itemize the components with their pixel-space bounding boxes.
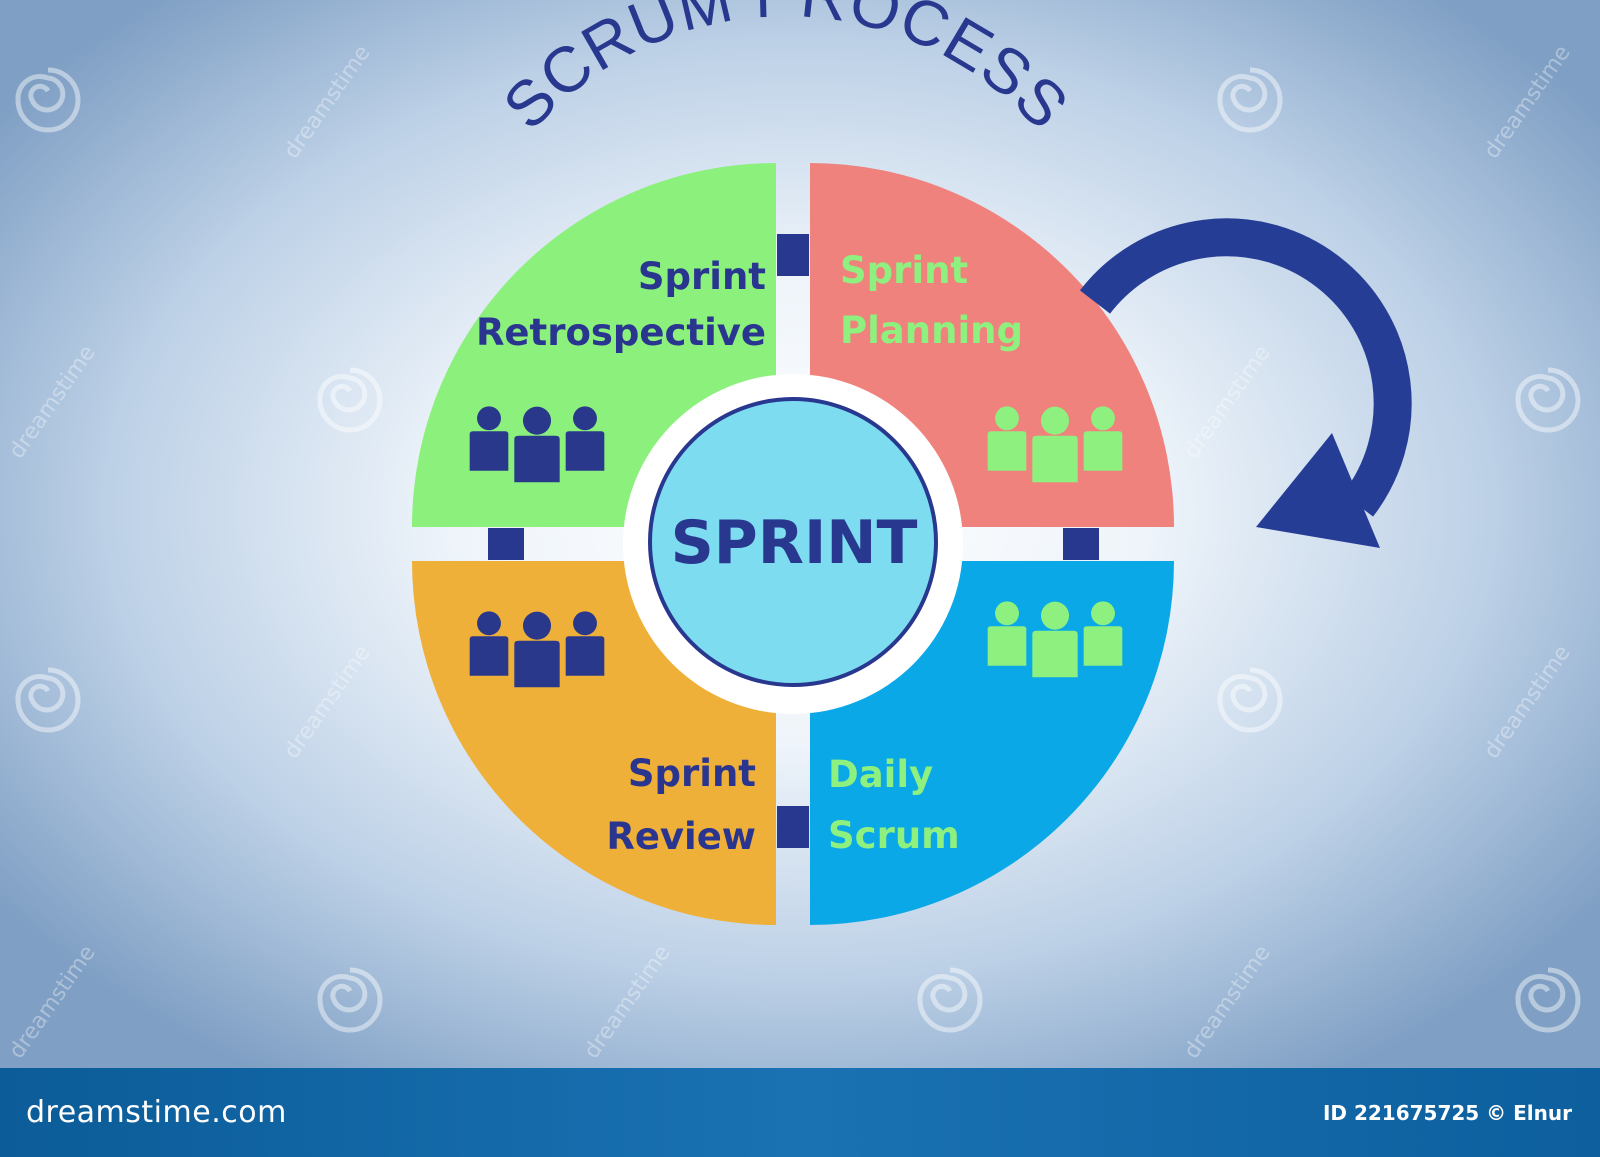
center-label: SPRINT (671, 508, 918, 578)
watermark-text: dreamstime (279, 641, 375, 764)
daily-label-line1: Daily (828, 753, 933, 796)
watermark-text: dreamstime (1479, 641, 1575, 764)
planning-label-line2: Planning (840, 309, 1023, 352)
center-circle (648, 397, 938, 687)
connector-bottom (777, 806, 809, 848)
footer-brand[interactable]: dreamstime.com (26, 1095, 287, 1130)
watermark-swirl-icon (1217, 667, 1283, 733)
watermark-text: dreamstime (1179, 941, 1275, 1064)
watermark-swirl-icon (15, 67, 81, 133)
connector-left (488, 528, 524, 560)
review-label-line2: Review (606, 815, 756, 858)
watermark-text: dreamstime (279, 41, 375, 164)
watermark-swirl-icon (917, 967, 983, 1033)
footer-image-id: ID 221675725 © Elnur (1322, 1100, 1572, 1125)
watermark-text: dreamstime (4, 341, 100, 464)
connector-top (777, 234, 809, 276)
scrum-diagram: dreamstime dreamstime dreamstime dreamst… (4, 0, 1581, 1064)
daily-label-line2: Scrum (828, 814, 960, 857)
watermark-text: dreamstime (1179, 341, 1275, 464)
watermark-swirl-icon (1515, 967, 1581, 1033)
watermark-swirl-icon (1217, 67, 1283, 133)
watermark-swirl-icon (317, 967, 383, 1033)
diagram-title: SCRUM PROCESS (489, 0, 1083, 143)
retro-label-line2: Retrospective (476, 311, 766, 354)
footer-bar: dreamstime.com ID 221675725 © Elnur (0, 1068, 1600, 1157)
watermark-text: dreamstime (1479, 41, 1575, 164)
watermark-swirl-icon (1515, 367, 1581, 433)
watermark-text: dreamstime (579, 941, 675, 1064)
watermark-text: dreamstime (4, 941, 100, 1064)
watermark-swirl-icon (15, 667, 81, 733)
connector-right (1063, 528, 1099, 560)
review-label-line1: Sprint (628, 752, 756, 795)
cycle-arrow-icon (1079, 218, 1412, 548)
retro-label-line1: Sprint (638, 255, 766, 298)
watermark-swirl-icon (317, 367, 383, 433)
planning-label-line1: Sprint (840, 249, 968, 292)
